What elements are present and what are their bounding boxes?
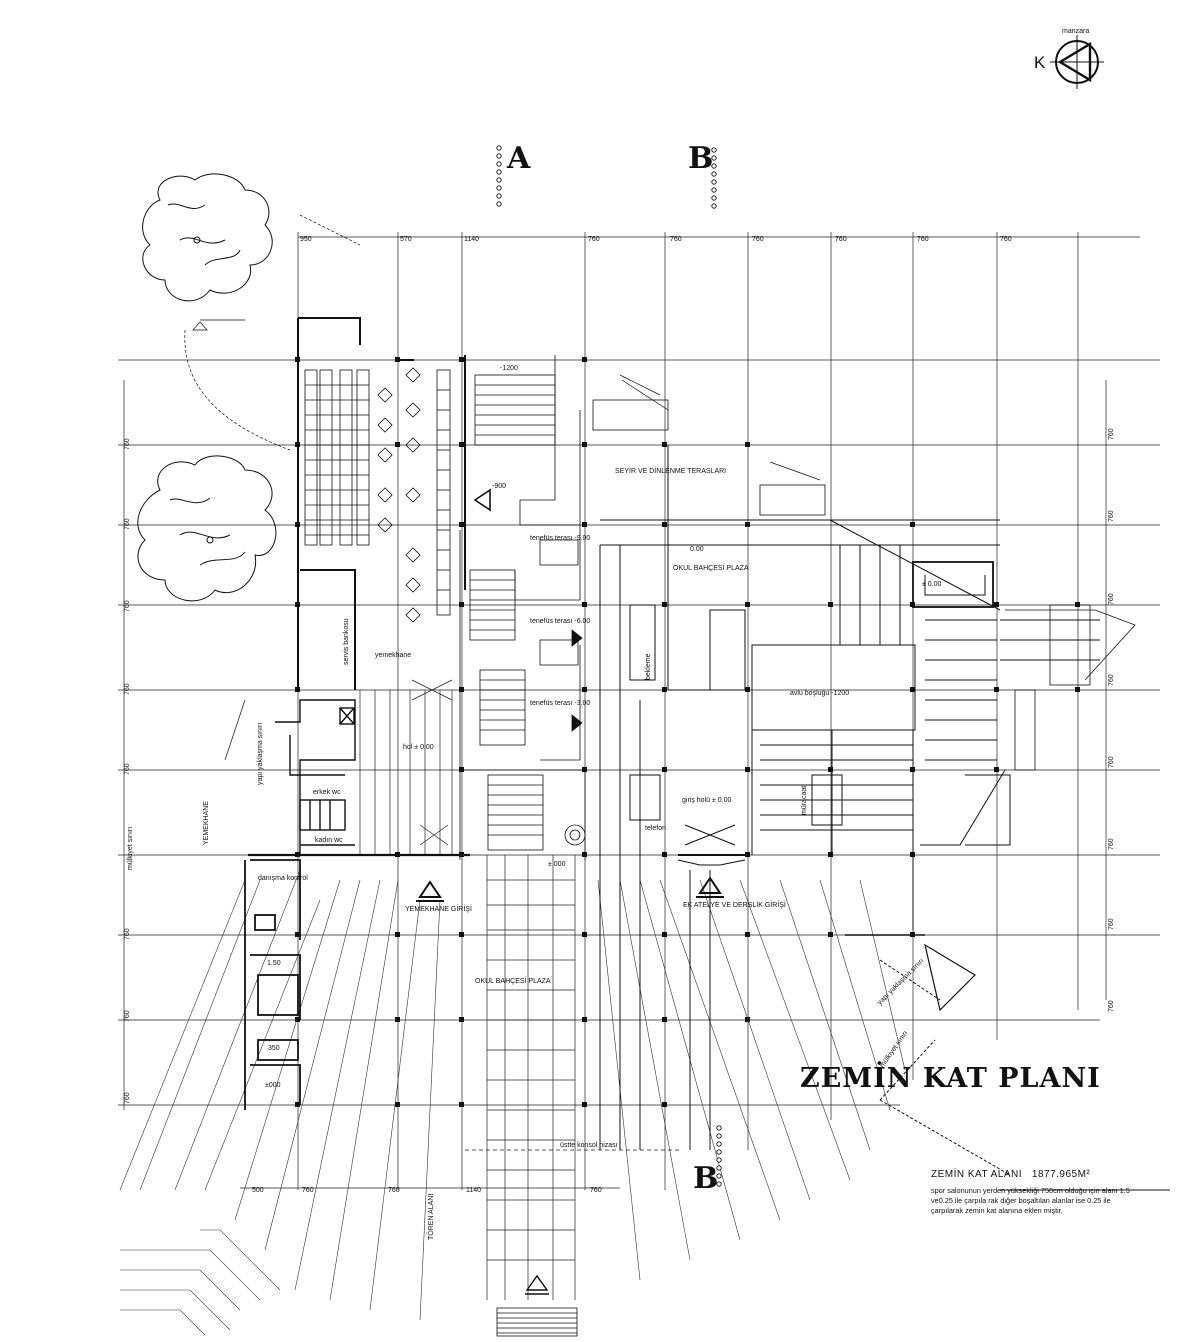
label-tenefus-1: tenefüs terası -9.00 — [530, 535, 590, 542]
plan-title: ZEMİN KAT PLANI — [800, 1063, 1101, 1094]
label-level-stage: ± 000 — [548, 861, 566, 868]
label-yemekhane: yemekhane — [375, 652, 411, 659]
label-level-150: 1.50 — [267, 960, 281, 967]
dim-top: 760 — [752, 236, 764, 243]
dim-top: 760 — [1000, 236, 1012, 243]
canteen-walls — [297, 317, 466, 690]
label-seyir: SEYİR VE DİNLENME TERASLARI — [615, 466, 726, 475]
dim-top: 760 — [588, 236, 600, 243]
label-level-000-low: ±000 — [265, 1082, 281, 1089]
dim-left: 760 — [124, 600, 131, 612]
label-danisma: danışma kontrol — [258, 875, 308, 882]
dim-right: 760 — [1108, 674, 1115, 686]
dim-bottom: 760 — [302, 1187, 314, 1194]
dim-top: 760 — [835, 236, 847, 243]
dim-top: 760 — [917, 236, 929, 243]
label-atelye-girisi: EK ATELYE VE DERSLİK GİRİŞİ — [683, 900, 786, 909]
section-mark-b-bottom: B — [693, 1161, 718, 1196]
canteen-tables — [304, 367, 451, 623]
dim-right: 760 — [1108, 1000, 1115, 1012]
label-yemekhane-side: YEMEKHANE — [203, 801, 210, 845]
label-okul-bahcesi-lower: OKUL BAHÇESİ PLAZA — [475, 976, 551, 985]
label-bekleme: bekleme — [645, 653, 652, 680]
area-value: 1877.965M² — [1031, 1169, 1091, 1180]
dim-bottom: 760 — [388, 1187, 400, 1194]
label-konsol: üstte konsol hizası — [560, 1142, 618, 1149]
label-level-900: -900 — [492, 483, 506, 490]
label-hol: hol ± 0.00 — [403, 744, 434, 751]
dim-top: 1140 — [464, 236, 479, 243]
label-avlu: avlu boşluğu -1200 — [790, 690, 849, 697]
dim-right: 760 — [1108, 756, 1115, 768]
dim-bottom: 500 — [252, 1187, 264, 1194]
canteen-hall — [359, 679, 455, 856]
dim-left: 760 — [124, 438, 131, 450]
compass-icon — [1050, 35, 1104, 89]
room-labels: -1200 -900 SEYİR VE DİNLENME TERASLARI t… — [127, 365, 942, 1240]
area-label: ZEMİN KAT ALANI — [931, 1169, 1023, 1180]
label-erkek-wc: erkek wc — [313, 789, 341, 796]
dim-left: 760 — [124, 1010, 131, 1022]
dim-left: 760 — [124, 683, 131, 695]
dim-top: 570 — [400, 236, 412, 243]
label-giris-holu: giriş holü ± 0.00 — [682, 797, 731, 804]
label-toren: TÖREN ALANI — [427, 1194, 435, 1240]
label-yapi-yaklasma-left: yapı yaklaşma sınırı — [257, 723, 264, 785]
dimensions-top: 950 570 1140 760 760 760 760 760 760 — [300, 236, 1012, 243]
center-paving — [465, 855, 680, 1300]
plaza-hatch — [119, 869, 906, 1321]
dim-bottom: 760 — [590, 1187, 602, 1194]
dim-right: 760 — [1108, 428, 1115, 440]
label-level-000-right: ± 0.00 — [922, 581, 942, 588]
section-mark-a-top: A — [506, 141, 531, 176]
dim-right: 760 — [1108, 838, 1115, 850]
floor-area: ZEMİN KAT ALANI 1877.965M² — [931, 1169, 1136, 1180]
dim-left: 760 — [124, 518, 131, 530]
stepped-edge — [120, 1229, 281, 1336]
dim-left: 760 — [124, 763, 131, 775]
compass-letter: K — [1034, 53, 1046, 72]
dim-left: 760 — [124, 1092, 131, 1104]
label-tenefus-3: tenefüs terası -3.00 — [530, 700, 590, 707]
label-muracaat: müracaat — [801, 786, 808, 815]
label-tenefus-2: tenefüs terası -6.00 — [530, 618, 590, 625]
section-lines — [496, 145, 722, 1187]
dimensions-right: 760 760 760 760 760 760 760 760 — [1108, 428, 1115, 1012]
label-telefon: telefon — [645, 825, 666, 832]
right-wing — [599, 445, 1170, 1191]
dimensions-left: 760 760 760 760 760 760 760 760 — [124, 438, 131, 1104]
area-notes: ZEMİN KAT ALANI 1877.965M² spor salonunu… — [931, 1169, 1136, 1216]
dim-top: 950 — [300, 236, 312, 243]
tree-bottom — [137, 455, 277, 602]
compass-caption: manzara — [1062, 28, 1089, 35]
label-kadin-wc: kadın wc — [315, 837, 343, 844]
dim-bottom: 1140 — [466, 1187, 481, 1194]
dim-right: 760 — [1108, 593, 1115, 605]
section-mark-b-top: B — [688, 141, 713, 176]
site-lines — [184, 214, 821, 761]
wc-block — [248, 699, 470, 857]
label-servis-bankosu: servis bankosu — [343, 618, 350, 665]
control-block — [244, 859, 301, 1110]
label-okul-bahcesi-upper: OKUL BAHÇESİ PLAZA — [673, 563, 749, 572]
dim-top: 760 — [670, 236, 682, 243]
label-mulkiyet-left: mülkiyet sınırı — [127, 827, 134, 870]
dim-right: 760 — [1108, 918, 1115, 930]
entrance-markers — [416, 876, 724, 902]
area-note: spor salonunun yerden yüksekliği 750cm o… — [931, 1186, 1130, 1215]
tree-top — [142, 173, 273, 302]
bottom-steps — [496, 1274, 578, 1337]
label-yapi-yaklasma-right: yapı yaklaşma sınırı — [876, 957, 925, 1006]
label-level-000-upper: 0.00 — [690, 546, 704, 553]
label-tier-1200: -1200 — [500, 365, 518, 372]
label-level-350: 350 — [268, 1045, 280, 1052]
dim-right: 760 — [1108, 510, 1115, 522]
terrace-stairs — [459, 355, 1136, 860]
dim-left: 760 — [124, 928, 131, 940]
dimensions-bottom: 500 760 760 1140 760 — [252, 1187, 602, 1194]
label-yemekhane-girisi: YEMEKHANE GİRİŞİ — [405, 904, 472, 913]
